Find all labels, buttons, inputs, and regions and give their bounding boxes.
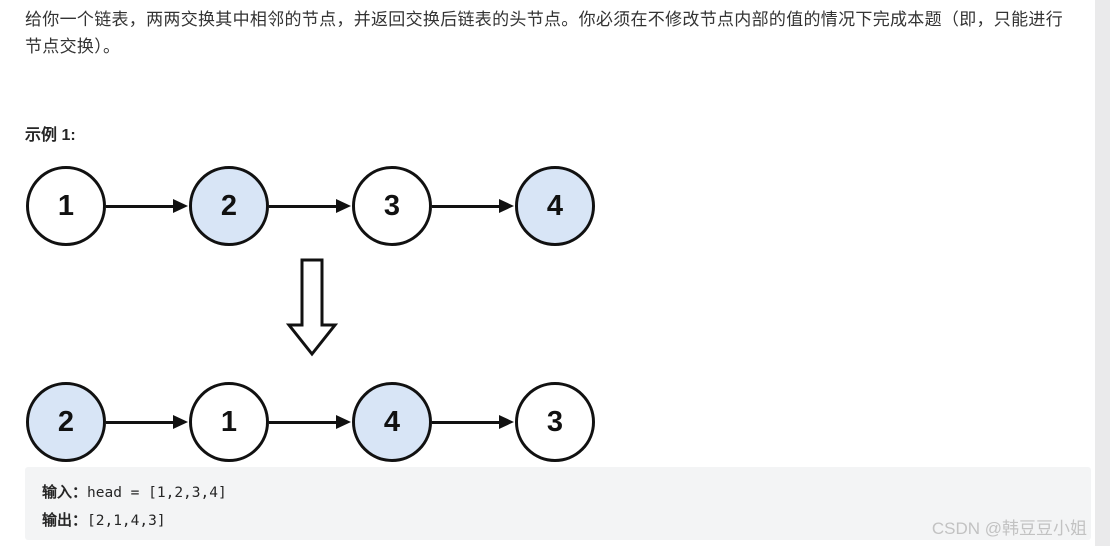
arrow-head bbox=[173, 415, 188, 429]
list-node: 1 bbox=[26, 166, 106, 246]
example-io-block: 输入：head = [1,2,3,4] 输出：[2,1,4,3] bbox=[25, 467, 1091, 540]
next-pointer-arrow-icon bbox=[432, 199, 514, 213]
example-input-line: 输入：head = [1,2,3,4] bbox=[42, 479, 1091, 507]
arrow-shaft bbox=[106, 420, 176, 424]
next-pointer-arrow-icon bbox=[106, 415, 188, 429]
problem-description: 给你一个链表，两两交换其中相邻的节点，并返回交换后链表的头节点。你必须在不修改节… bbox=[25, 10, 1063, 56]
output-value: [2,1,4,3] bbox=[87, 513, 166, 529]
next-pointer-arrow-icon bbox=[106, 199, 188, 213]
list-node: 1 bbox=[189, 382, 269, 462]
example-output-line: 输出：[2,1,4,3] bbox=[42, 507, 1091, 535]
next-pointer-arrow-icon bbox=[269, 199, 351, 213]
input-label: 输入： bbox=[42, 484, 88, 501]
list-node: 4 bbox=[352, 382, 432, 462]
input-value: head = [1,2,3,4] bbox=[87, 485, 227, 501]
list-node: 3 bbox=[352, 166, 432, 246]
list-node: 2 bbox=[189, 166, 269, 246]
vertical-scrollbar[interactable] bbox=[1095, 0, 1110, 546]
list-node: 2 bbox=[26, 382, 106, 462]
arrow-head bbox=[336, 199, 351, 213]
arrow-shaft bbox=[432, 420, 502, 424]
arrow-shaft bbox=[432, 204, 502, 208]
list-node: 4 bbox=[515, 166, 595, 246]
arrow-shaft bbox=[269, 420, 339, 424]
arrow-shaft bbox=[269, 204, 339, 208]
next-pointer-arrow-icon bbox=[432, 415, 514, 429]
output-label: 输出： bbox=[42, 512, 88, 529]
next-pointer-arrow-icon bbox=[269, 415, 351, 429]
arrow-head bbox=[499, 415, 514, 429]
example-label: 示例 1: bbox=[25, 127, 76, 144]
arrow-head bbox=[499, 199, 514, 213]
list-node: 3 bbox=[515, 382, 595, 462]
transform-down-arrow-icon bbox=[285, 258, 339, 357]
arrow-head bbox=[336, 415, 351, 429]
arrow-head bbox=[173, 199, 188, 213]
watermark: CSDN @韩豆豆小姐 bbox=[931, 519, 1087, 538]
arrow-shaft bbox=[106, 204, 176, 208]
